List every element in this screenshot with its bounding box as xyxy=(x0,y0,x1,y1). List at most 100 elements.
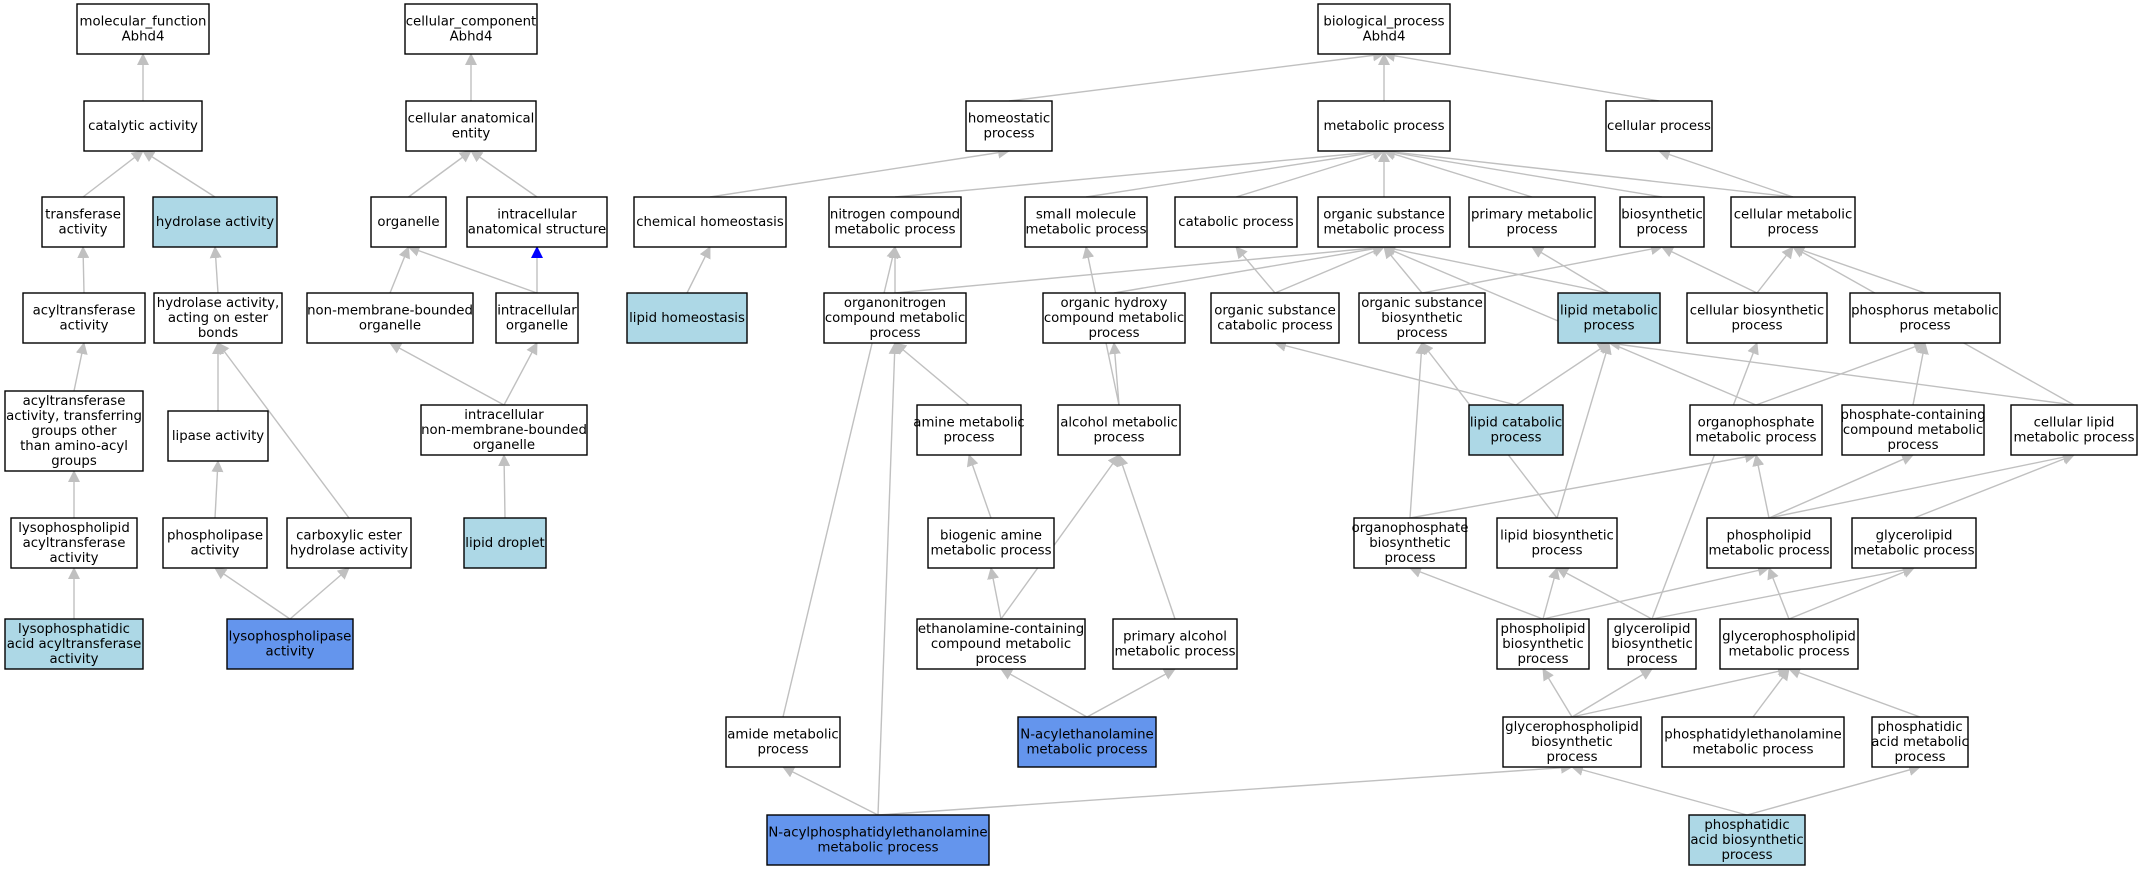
edge-line xyxy=(1383,146,1794,198)
node-box xyxy=(1174,196,1298,248)
node-label-line: process xyxy=(1093,431,1144,446)
edge-line xyxy=(1767,567,1790,620)
node-cellular-proc[interactable]: cellular process xyxy=(1605,100,1713,152)
node-label-line: process xyxy=(983,127,1034,142)
node-label-line: process xyxy=(1767,223,1818,238)
node-label-line: hydrolase activity xyxy=(156,215,274,230)
node-chem-homeo[interactable]: chemical homeostasis xyxy=(633,196,787,248)
node-box xyxy=(1017,716,1157,768)
node-box xyxy=(1502,716,1642,768)
node-lipase[interactable]: lipase activity xyxy=(167,410,269,462)
node-label-line: biological_process xyxy=(1323,15,1444,30)
node-catabolic[interactable]: catabolic process xyxy=(1174,196,1298,248)
node-label-line: phospholipid xyxy=(1727,529,1812,544)
node-box xyxy=(4,390,144,472)
node-label-line: metabolic process xyxy=(817,841,938,856)
edge-line xyxy=(894,342,970,406)
node-box xyxy=(633,196,787,248)
node-lipid-homeo[interactable]: lipid homeostasis xyxy=(626,292,748,344)
edge-glycerophospholipid-met-to-phospholipid-met xyxy=(1767,567,1790,620)
node-label-line: N-acylphosphatidylethanolamine xyxy=(768,826,987,841)
node-label-line: cellular_component xyxy=(406,15,537,30)
node-catalytic[interactable]: catalytic activity xyxy=(83,100,203,152)
edge-transferase-to-catalytic xyxy=(82,150,144,198)
node-organelle[interactable]: organelle xyxy=(370,196,447,248)
node-label-line: process xyxy=(1583,319,1634,334)
node-label-line: entity xyxy=(452,127,491,142)
node-label-line: non-membrane-bounded xyxy=(307,304,473,319)
edge-chem-homeo-to-homeostatic xyxy=(709,146,1010,198)
edge-line xyxy=(470,150,538,198)
node-box xyxy=(1661,716,1845,768)
node-label-line: organelle xyxy=(359,319,421,334)
node-label-line: carboxylic ester xyxy=(296,529,402,544)
edge-line xyxy=(77,246,90,294)
node-label-line: organic substance xyxy=(1361,296,1483,311)
node-lipid-droplet[interactable]: lipid droplet xyxy=(463,517,547,569)
node-nape[interactable]: N-acylphosphatidylethanolaminemetabolic … xyxy=(766,814,990,866)
node-metabolic[interactable]: metabolic process xyxy=(1317,100,1451,152)
node-label-line: nitrogen compound xyxy=(830,208,960,223)
edge-inmbo-to-nmbo xyxy=(389,342,505,406)
node-box xyxy=(1317,100,1451,152)
node-box xyxy=(1730,196,1856,248)
node-inmbo[interactable]: intracellularnon-membrane-boundedorganel… xyxy=(420,404,588,456)
node-hydrolase[interactable]: hydrolase activity xyxy=(152,196,278,248)
edge-organonitrogen-to-org-sub-met xyxy=(894,242,1385,294)
node-label-line: bonds xyxy=(198,326,238,341)
edge-line xyxy=(1556,567,1653,620)
